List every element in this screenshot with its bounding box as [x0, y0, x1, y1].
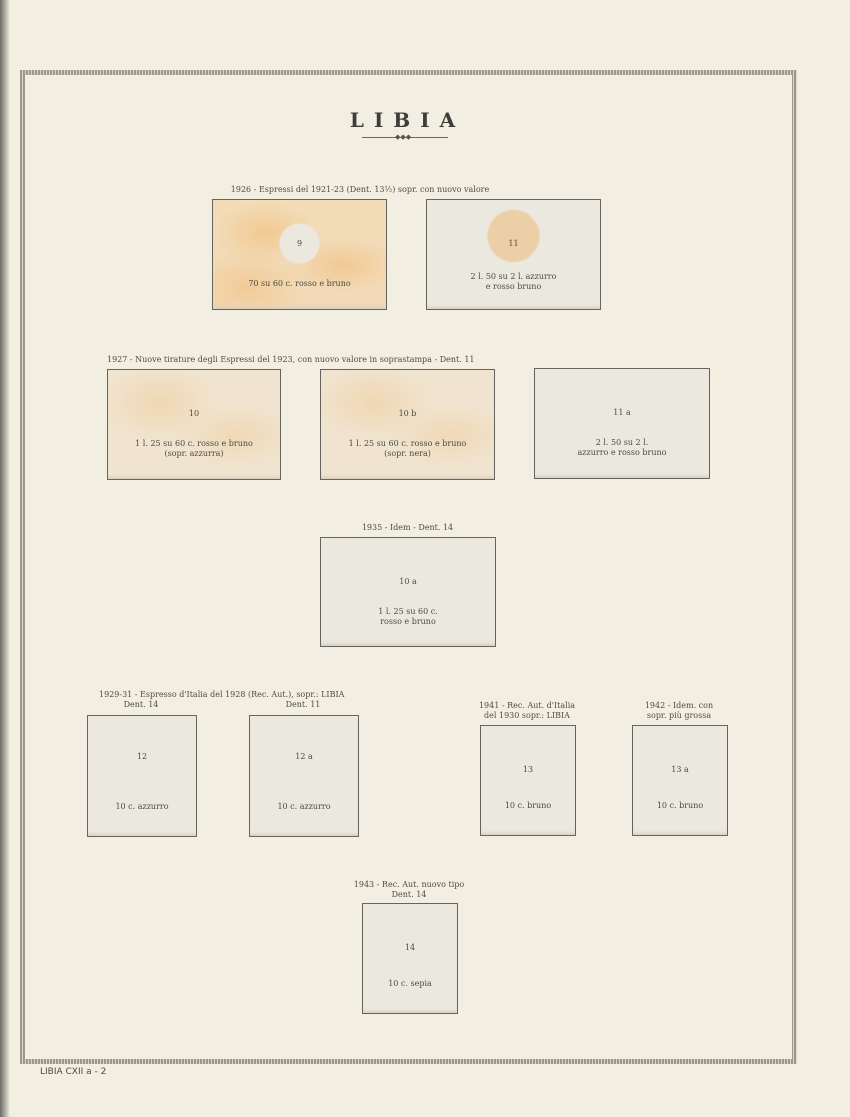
page-title: LIBIA — [349, 108, 466, 132]
stamp-description-line2: (sopr. nera) — [384, 449, 431, 459]
section-heading-1926: 1926 - Espressi del 1921-23 (Dent. 13½) … — [230, 185, 490, 194]
stamp-slot-10: 10 1 l. 25 su 60 c. rosso e bruno(sopr. … — [107, 369, 281, 480]
heading-line2: sopr. più grossa — [646, 711, 712, 720]
page-footer: LIBIA CXII a - 2 — [40, 1067, 107, 1077]
heading-line2: del 1930 sopr.: LIBIA — [484, 711, 570, 720]
stamp-description: 10 c. sepia — [388, 979, 432, 989]
stamp-description: 1 l. 25 su 60 c. rosso e bruno(sopr. ner… — [321, 439, 494, 459]
stamp-number: 12 — [136, 752, 148, 761]
stamp-number: 10 b — [398, 409, 417, 419]
stamp-description: 10 c. bruno — [656, 801, 704, 811]
stamp-description-line1: 1 l. 25 su 60 c. rosso e bruno — [135, 439, 253, 449]
stamp-description: 10 c. azzurro — [277, 802, 331, 811]
heading-line1: 1942 - Idem. con — [644, 701, 714, 710]
stamp-slot-10b: 10 b 1 l. 25 su 60 c. rosso e bruno(sopr… — [320, 369, 495, 480]
dent-label-12a: Dent. 11 — [285, 700, 321, 709]
stamp-description-line1: 1 l. 25 su 60 c. rosso e bruno — [348, 439, 467, 449]
stamp-number: 12 a — [295, 752, 313, 761]
title-ornament — [362, 137, 448, 138]
stamp-description-line2: e rosso bruno — [485, 281, 542, 291]
stamp-slot-13: 13 10 c. bruno — [480, 725, 576, 836]
stamp-description: 10 c. azzurro — [115, 802, 169, 811]
section-heading-1935: 1935 - Idem - Dent. 14 — [361, 523, 454, 532]
heading-line1: 1943 - Rec. Aut. nuovo tipo — [353, 880, 465, 889]
heading-line2: Dent. 14 — [391, 890, 427, 899]
stamp-slot-13a: 13 a 10 c. bruno — [632, 725, 728, 836]
stamp-number: 13 — [522, 765, 534, 775]
stamp-slot-14: 14 10 c. sepia — [362, 903, 458, 1014]
stamp-description-line1: 2 l. 50 su 2 l. azzurro — [470, 271, 557, 281]
section-heading-1927: 1927 - Nuove tirature degli Espressi del… — [107, 355, 475, 364]
stamp-number: 11 — [508, 239, 519, 249]
stamp-slot-12a: 12 a 10 c. azzurro — [249, 715, 359, 837]
stamp-description: 70 su 60 c. rosso e bruno — [248, 279, 351, 289]
heading-line1: 1941 - Rec. Aut. d'Italia — [478, 701, 576, 710]
stamp-slot-12: 12 10 c. azzurro — [87, 715, 197, 837]
stamp-slot-11a: 11 a 2 l. 50 su 2 l.azzurro e rosso brun… — [534, 368, 710, 479]
stamp-description: 1 l. 25 su 60 c.rosso e bruno — [321, 607, 495, 627]
stamp-description: 2 l. 50 su 2 l.azzurro e rosso bruno — [535, 438, 709, 458]
binding-shadow — [0, 0, 10, 1117]
stamp-number: 10 — [188, 409, 200, 419]
stamp-number: 11 a — [613, 408, 631, 418]
dent-label-12: Dent. 14 — [123, 700, 159, 709]
stamp-description: 1 l. 25 su 60 c. rosso e bruno(sopr. azz… — [108, 439, 280, 459]
stamp-number: 13 a — [671, 765, 689, 775]
stamp-description: 10 c. bruno — [504, 801, 552, 811]
section-heading-1929: 1929-31 - Espresso d'Italia del 1928 (Re… — [99, 690, 345, 699]
stamp-description-line2: (sopr. azzurra) — [164, 449, 224, 459]
stamp-number: 10 a — [399, 576, 417, 586]
stamp-description-line2: azzurro e rosso bruno — [577, 448, 667, 458]
stamp-slot-9: 9 70 su 60 c. rosso e bruno — [212, 199, 387, 310]
stamp-description-line2: rosso e bruno — [380, 616, 436, 626]
stamp-number: 9 — [296, 239, 303, 249]
stamp-number: 14 — [404, 943, 416, 953]
stamp-slot-10a: 10 a 1 l. 25 su 60 c.rosso e bruno — [320, 537, 496, 647]
stamp-description-line1: 2 l. 50 su 2 l. — [595, 438, 649, 448]
stamp-description-line1: 1 l. 25 su 60 c. — [378, 606, 438, 616]
ornament-icon: ◆◆◆ — [395, 133, 412, 141]
